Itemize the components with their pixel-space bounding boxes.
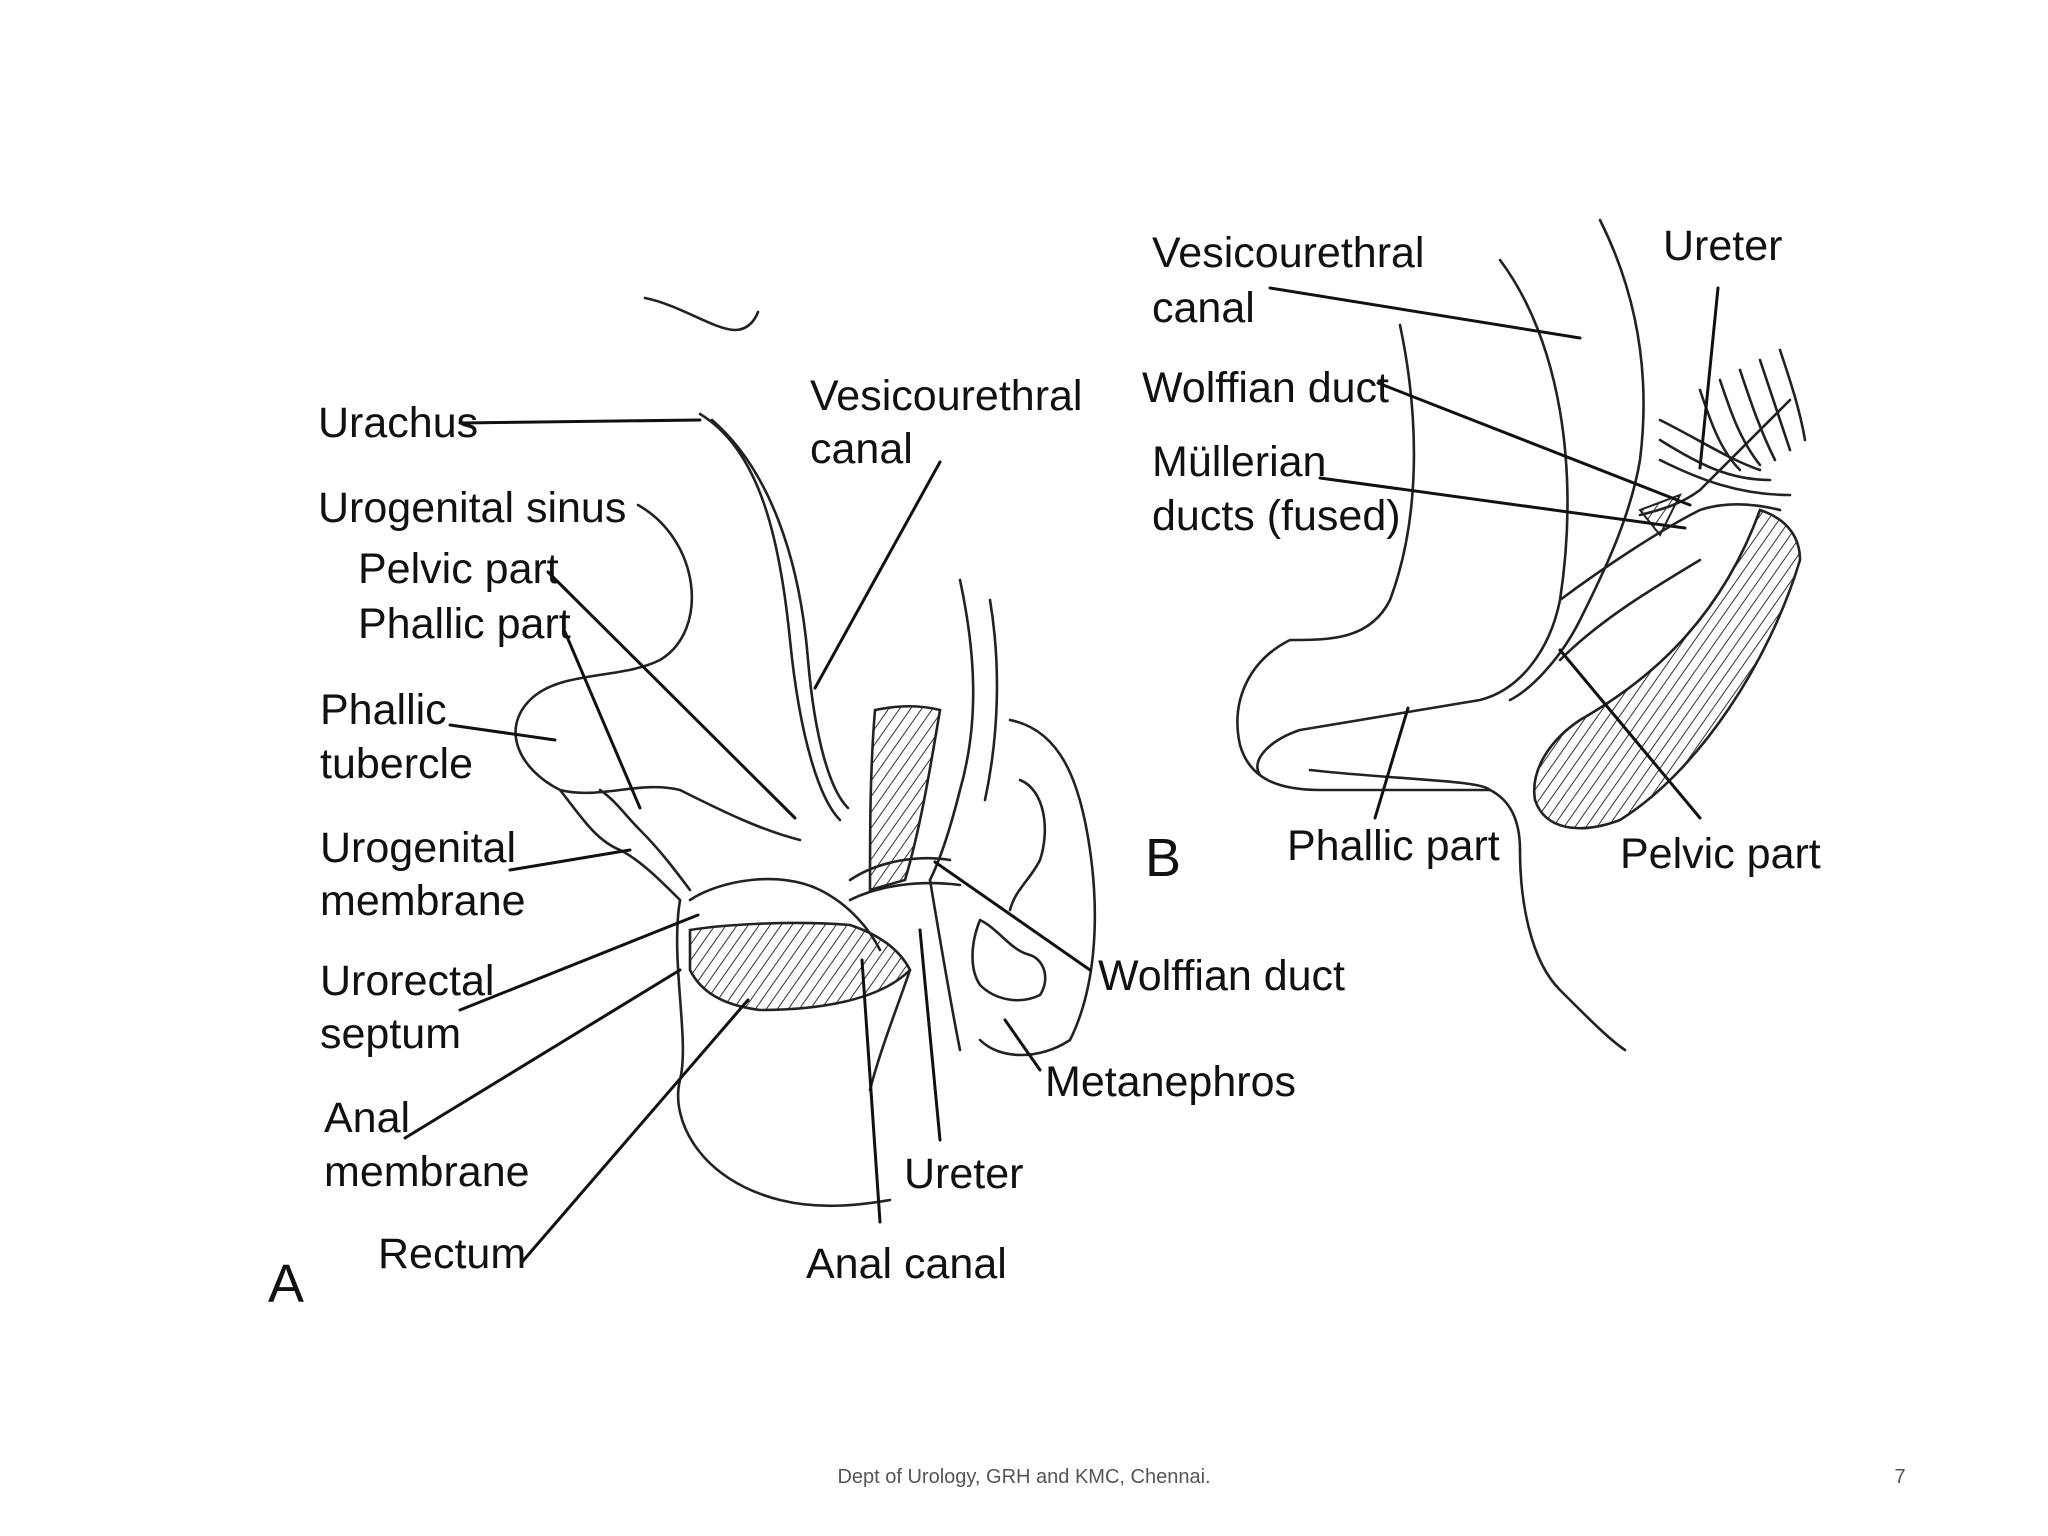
label-urogenital-membrane-line2: membrane (320, 877, 526, 925)
panel-letter-b: B (1145, 828, 1181, 888)
label-vesicourethral-canal-a-line1: Vesicourethral (810, 372, 1083, 420)
label-vesicourethral-canal-b-line2: canal (1152, 284, 1255, 332)
label-urogenital-sinus: Urogenital sinus (318, 484, 626, 532)
label-urogenital-membrane-line1: Urogenital (320, 824, 516, 872)
label-phallic-tubercle-line2: tubercle (320, 740, 473, 788)
label-wolffian-duct-a: Wolffian duct (1098, 952, 1345, 1000)
label-metanephros: Metanephros (1045, 1058, 1296, 1106)
label-rectum: Rectum (378, 1230, 526, 1278)
label-anal-membrane-line2: membrane (324, 1148, 530, 1196)
panel-a-labels: Urachus Urogenital sinus Pelvic part Pha… (268, 372, 1345, 1314)
label-mullerian-ducts-line2: ducts (fused) (1152, 492, 1401, 540)
panel-b-labels: Vesicourethral canal Ureter Wolffian duc… (1142, 222, 1821, 888)
panel-a-leaders (403, 418, 1092, 1264)
label-anal-canal: Anal canal (806, 1240, 1007, 1288)
label-vesicourethral-canal-b-line1: Vesicourethral (1152, 229, 1425, 277)
label-phallic-tubercle-line1: Phallic (320, 686, 447, 734)
label-pelvic-part-a: Pelvic part (358, 545, 559, 593)
panel-b-drawing (1236, 218, 1807, 1052)
label-vesicourethral-canal-a-line2: canal (810, 425, 913, 473)
footer-text: Dept of Urology, GRH and KMC, Chennai. (837, 1466, 1211, 1488)
label-mullerian-ducts-line1: Müllerian (1152, 438, 1326, 486)
label-phallic-part-b: Phallic part (1287, 822, 1500, 870)
panel-b-leaders (1268, 286, 1720, 820)
label-urorectal-septum-line2: septum (320, 1010, 461, 1058)
page-number: 7 (1894, 1466, 1906, 1488)
label-phallic-part-a: Phallic part (358, 600, 571, 648)
label-ureter-a: Ureter (904, 1150, 1023, 1198)
label-wolffian-duct-b: Wolffian duct (1142, 364, 1389, 412)
label-ureter-b: Ureter (1663, 222, 1782, 270)
label-urorectal-septum-line1: Urorectal (320, 957, 494, 1005)
panel-letter-a: A (268, 1254, 304, 1314)
label-anal-membrane-line1: Anal (324, 1094, 410, 1142)
label-urachus: Urachus (318, 399, 478, 447)
panel-a-drawing (514, 296, 1097, 1208)
label-pelvic-part-b: Pelvic part (1620, 830, 1821, 878)
